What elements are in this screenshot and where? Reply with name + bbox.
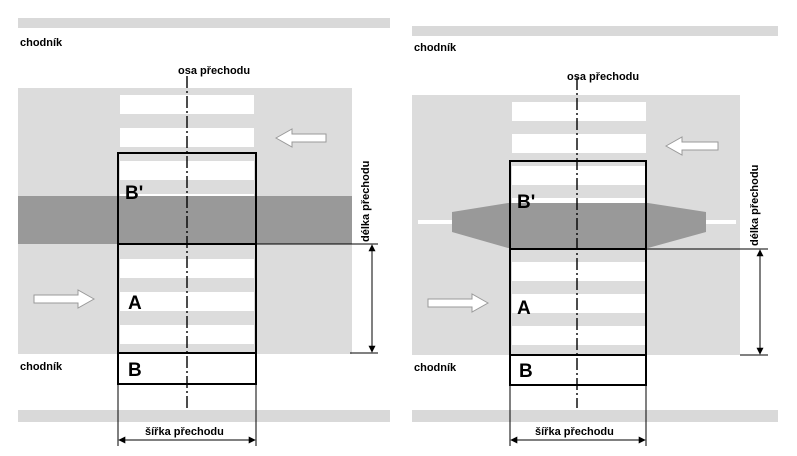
zone-b-label: B <box>519 361 533 382</box>
zone-a-label: A <box>128 293 142 314</box>
axis-label: osa přechodu <box>178 65 250 77</box>
zone-b-box <box>509 354 647 386</box>
arrow-right-icon <box>427 293 490 313</box>
zone-outlines <box>509 160 647 386</box>
sidewalk-band-top <box>412 26 778 36</box>
sidewalk-band-bottom <box>18 410 390 422</box>
zone-b-prime-label: B' <box>125 183 143 204</box>
width-label: šířka přechodu <box>535 426 614 438</box>
sidewalk-label-bottom: chodník <box>414 362 457 374</box>
width-label: šířka přechodu <box>145 426 224 438</box>
sidewalk-label-bottom: chodník <box>20 361 63 373</box>
axis-label: osa přechodu <box>567 71 639 83</box>
arrow-left-icon <box>274 128 327 148</box>
lane-divider-right <box>706 220 736 224</box>
arrow-left-icon <box>664 136 719 156</box>
arrow-right-icon <box>33 289 96 309</box>
panel-right: osa přechodu chodník chodník B' A B délk… <box>412 26 778 446</box>
zone-b-label: B <box>128 360 142 381</box>
length-label: délka přechodu <box>749 165 761 246</box>
refuge-island <box>452 203 706 248</box>
zone-b-prime-label: B' <box>517 192 535 213</box>
sidewalk-label-top: chodník <box>414 42 457 54</box>
length-label: délka přechodu <box>360 161 372 242</box>
sidewalk-band-top <box>18 18 390 28</box>
lane-divider-left <box>418 220 452 224</box>
refuge-island <box>18 196 352 244</box>
sidewalk-label-top: chodník <box>20 37 63 49</box>
panel-left: osa přechodu chodník chodník B' A B délk… <box>18 18 390 446</box>
sidewalk-band-bottom <box>412 410 778 422</box>
zone-a-label: A <box>517 298 531 319</box>
